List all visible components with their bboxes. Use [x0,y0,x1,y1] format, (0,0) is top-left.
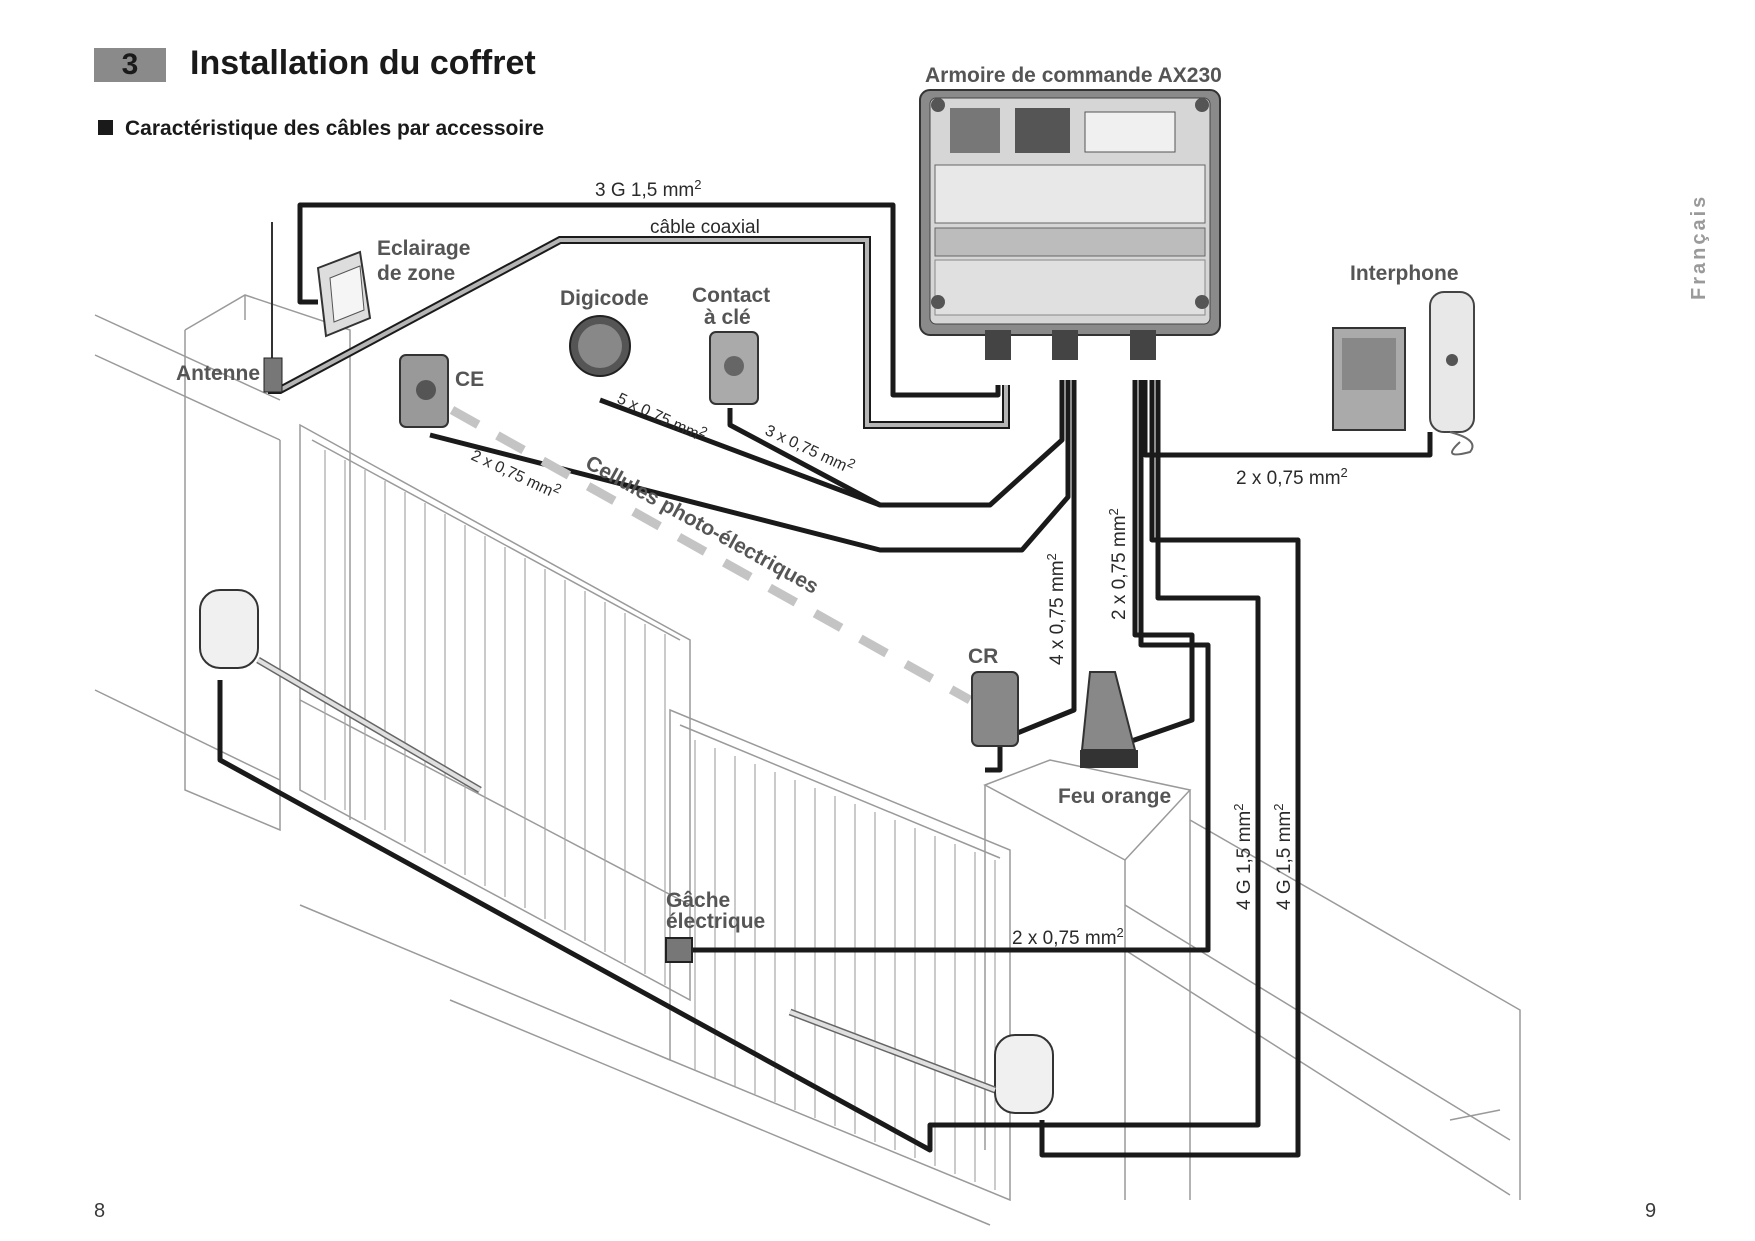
label-antenna: Antenne [176,362,260,385]
section-title: Installation du coffret [190,44,536,82]
label-interphone: Interphone [1350,262,1459,285]
digicode-device [569,315,631,377]
cable-label-motor-right: 4 G 1,5 mm2 [1271,804,1295,910]
cable-motor-left [217,380,1261,1153]
section-number: 3 [94,48,166,82]
cable-interphone [1142,380,1433,458]
cable-key-contact [727,408,882,508]
control-box [919,89,1221,360]
cable-ce [429,380,1071,553]
electric-strike-device [665,937,693,963]
label-orange-light: Feu orange [1058,785,1171,808]
cable-motor-right [1039,380,1301,1158]
cable-label-digicode: 5 x 0,75 mm2 [614,386,710,446]
motor-right-device [788,1008,1054,1114]
orange-light-device [1080,671,1138,768]
key-contact-device [709,331,759,405]
cable-label-orange-light: 2 x 0,75 mm2 [1106,508,1130,620]
cable-label-coax: câble coaxial [650,217,760,238]
cable-label-interphone: 2 x 0,75 mm2 [1236,465,1348,489]
cable-orange-light [1119,380,1195,748]
cable-strike [690,380,1211,953]
cable-label-power-lighting: 3 G 1,5 mm2 [595,177,701,201]
page-number-right: 9 [1645,1200,1657,1222]
label-controller: Armoire de commande AX230 [925,64,1222,87]
subheading-text: Caractéristique des câbles par accessoir… [125,117,545,140]
cable-label-strike: 2 x 0,75 mm2 [1012,925,1124,949]
label-ce: CE [455,368,484,391]
label-strike-2: électrique [666,910,765,933]
lighting-device [316,250,372,338]
motor-left-device [199,589,482,794]
label-strike-1: Gâche [666,889,730,912]
page-number-left: 8 [94,1200,106,1222]
antenna-device [263,222,283,393]
cables [217,202,1433,1158]
left-gate-bars [324,450,666,985]
label-cr: CR [968,645,998,668]
cable-digicode [599,380,1065,508]
label-key-contact-1: Contact [692,284,770,307]
label-digicode: Digicode [560,287,649,310]
photocell-beam [449,406,973,704]
label-lighting-1: Eclairage [377,237,470,260]
photocell-ce-device [399,354,449,428]
cable-label-motor-left: 4 G 1,5 mm2 [1231,804,1255,910]
photocell-cr-device [971,671,1019,747]
cable-label-ce: 2 x 0,75 mm2 [468,443,564,503]
bullet-square-icon [98,120,113,135]
cable-label-cr: 4 x 0,75 mm2 [1044,553,1068,665]
interphone-device [1332,291,1475,456]
cable-lighting [297,202,1001,398]
label-key-contact-2: à clé [704,306,751,329]
subheading: Caractéristique des câbles par accessoir… [98,117,544,141]
label-lighting-2: de zone [377,262,455,285]
